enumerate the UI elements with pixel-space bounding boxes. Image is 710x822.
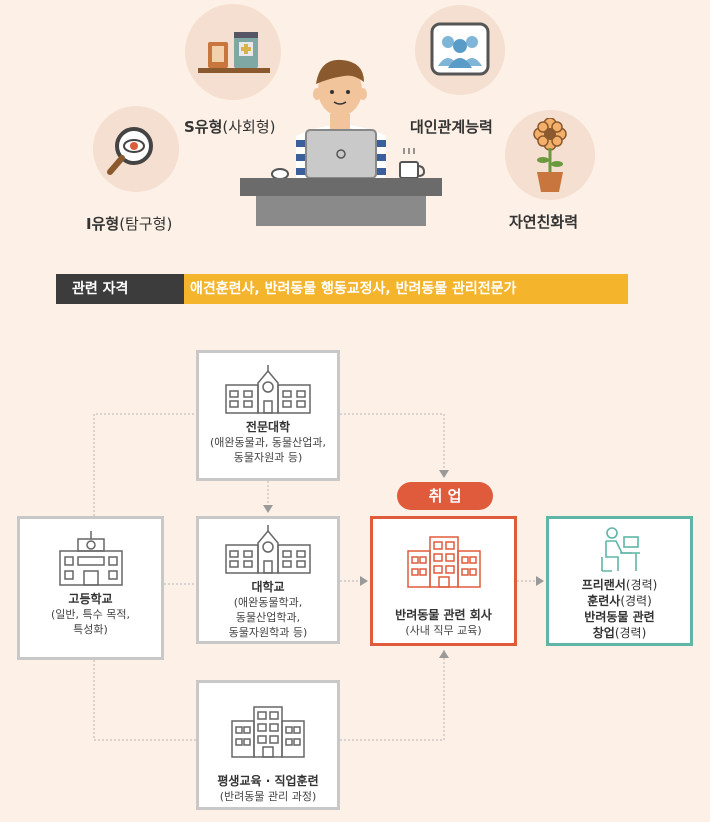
lifelong-box: 평생교육 · 직업훈련 (반려동물 관리 과정) xyxy=(196,680,340,810)
training-building-icon xyxy=(231,706,305,758)
company-box: 반려동물 관련 회사 (사내 직무 교육) xyxy=(370,516,517,646)
university-desc-2: 동물산업학과, xyxy=(235,611,301,624)
company-building-icon xyxy=(406,536,481,588)
freelancer-at-desk-icon xyxy=(600,527,640,572)
s-type-circle xyxy=(185,4,281,100)
university-desc-1: (애완동물학과, xyxy=(233,596,303,609)
college-title: 전문대학 xyxy=(245,420,291,434)
college-box: 전문대학 (애완동물과, 동물산업과, 동물자원과 등) xyxy=(196,350,340,481)
school-building-icon xyxy=(225,365,311,414)
company-desc-1: (사내 직무 교육) xyxy=(405,624,482,637)
arrow-down-to-badge xyxy=(439,470,449,478)
highschool-box: 고등학교 (일반, 특수 목적, 특성화) xyxy=(17,516,164,660)
highschool-title: 고등학교 xyxy=(68,592,113,606)
career-line-2: 훈련사(경력) xyxy=(587,594,652,608)
people-icon xyxy=(430,22,490,76)
person-at-desk-illustration xyxy=(240,59,442,226)
qualification-list: 애견훈련사, 반려동물 행동교정사, 반려동물 관리전문가 xyxy=(170,274,628,304)
magnifier-eye-icon xyxy=(107,127,153,175)
lifelong-desc-1: (반려동물 관리 과정) xyxy=(219,790,317,803)
i-type-label: I유형(탐구형) xyxy=(86,213,172,234)
college-desc-1: (애완동물과, 동물산업과, xyxy=(210,436,326,449)
employment-badge: 취 업 xyxy=(397,482,493,510)
arrow-right-to-career xyxy=(536,576,544,586)
flower-pot-icon xyxy=(533,118,567,192)
s-type-label: S유형(사회형) xyxy=(184,116,276,137)
university-box: 대학교 (애완동물학과, 동물산업학과, 동물자원학과 등) xyxy=(196,516,340,644)
i-type-sub: (탐구형) xyxy=(119,215,173,233)
career-line-4: 창업(경력) xyxy=(592,626,647,640)
lifelong-title: 평생교육 · 직업훈련 xyxy=(217,774,319,788)
university-building-icon xyxy=(225,525,311,574)
highschool-desc-1: (일반, 특수 목적, xyxy=(51,608,130,621)
highschool-building-icon xyxy=(58,531,123,586)
university-desc-3: 동물자원학과 등) xyxy=(228,626,308,639)
shelf-icon xyxy=(198,32,270,73)
i-type-main: I유형 xyxy=(86,215,120,233)
arrow-right-to-company xyxy=(360,576,368,586)
s-type-main: S유형 xyxy=(184,118,223,136)
company-title: 반려동물 관련 회사 xyxy=(395,608,492,622)
career-line-1: 프리랜서(경력) xyxy=(581,578,658,592)
s-type-sub: (사회형) xyxy=(222,118,276,136)
interpersonal-label: 대인관계능력 xyxy=(410,118,493,136)
career-line-3: 반려동물 관련 xyxy=(584,610,655,624)
university-title: 대학교 xyxy=(251,580,285,594)
career-box: 프리랜서(경력) 훈련사(경력) 반려동물 관련 창업(경력) xyxy=(546,516,693,646)
qualification-arrow xyxy=(156,274,170,304)
college-desc-2: 동물자원과 등) xyxy=(233,451,303,464)
highschool-desc-2: 특성화) xyxy=(73,623,108,636)
arrow-down-to-university xyxy=(263,505,273,513)
nature-label: 자연친화력 xyxy=(509,213,579,231)
arrow-up-to-company xyxy=(439,650,449,658)
